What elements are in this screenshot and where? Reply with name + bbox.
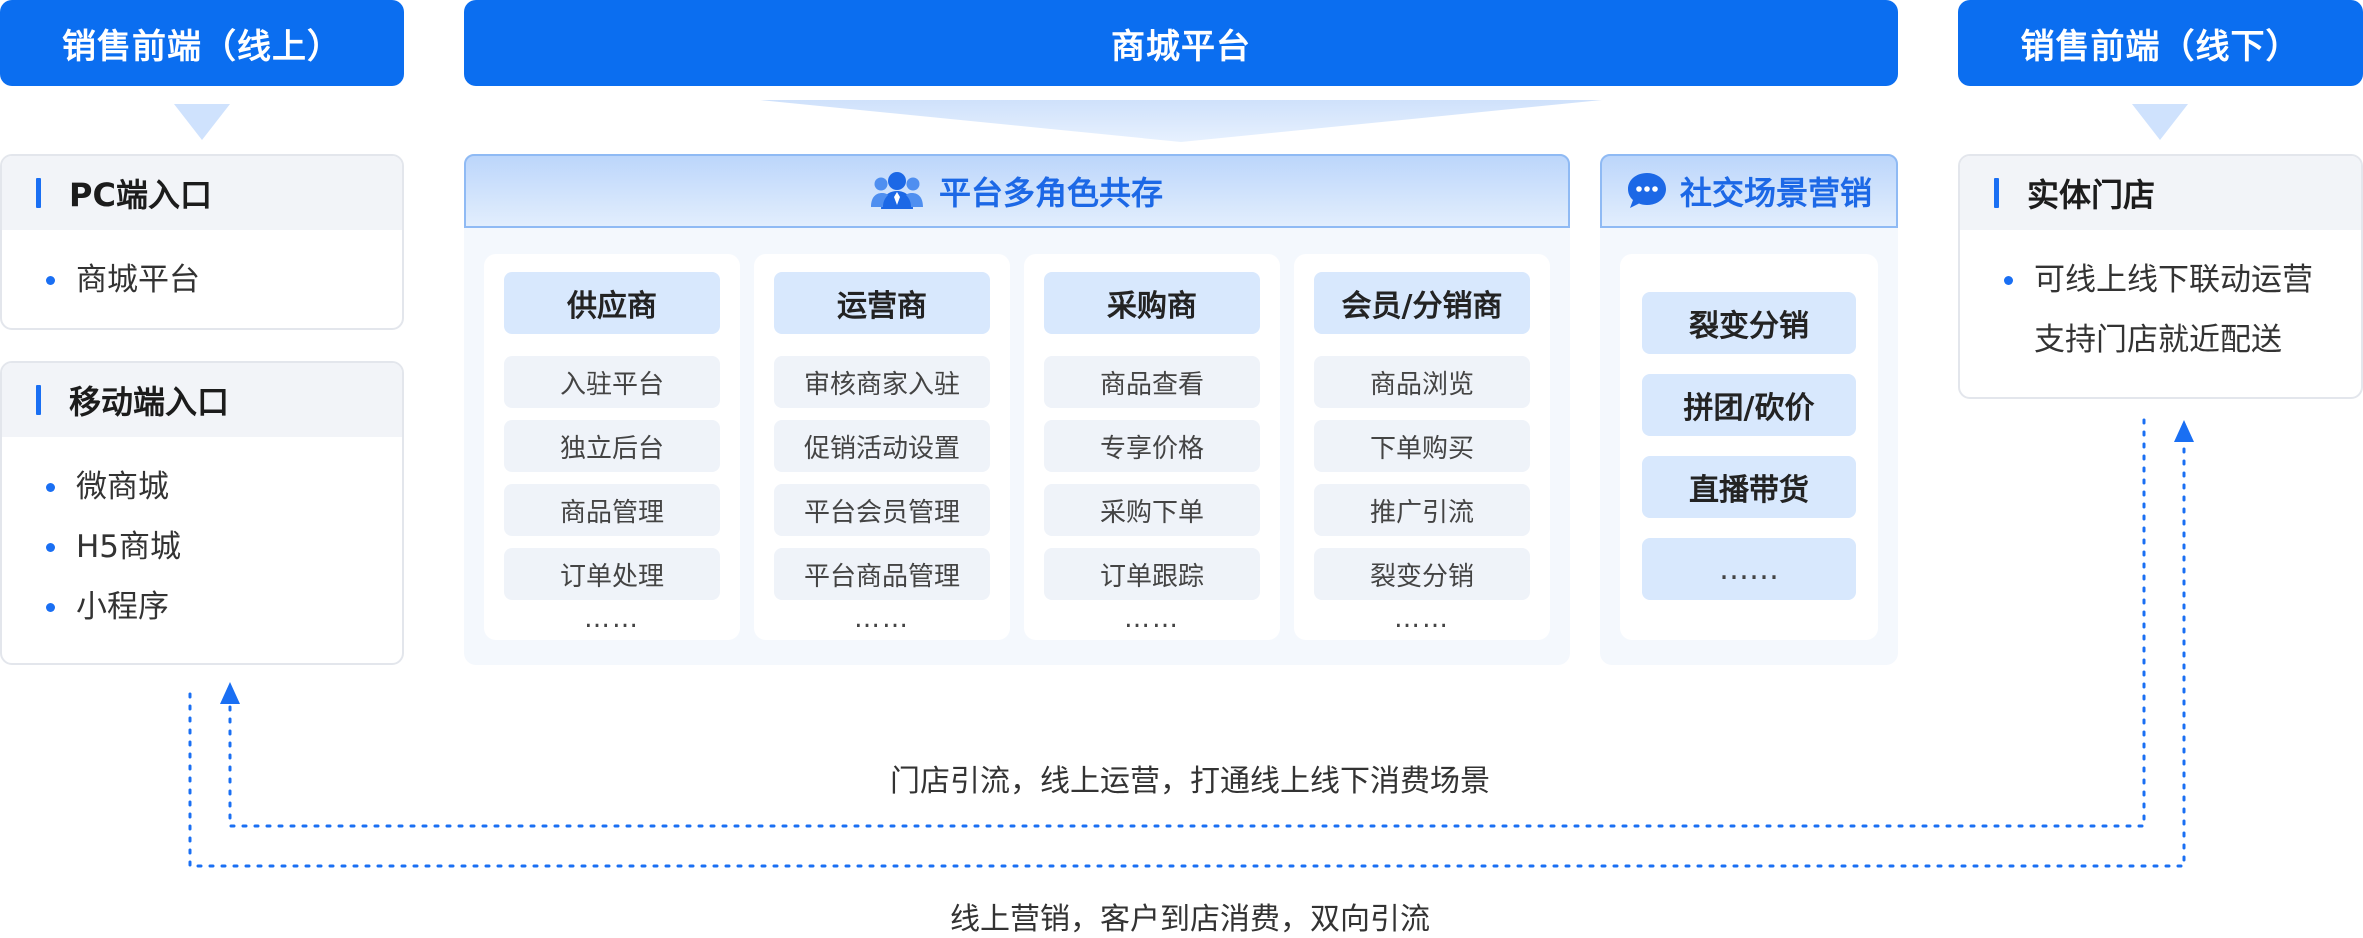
header-accent-bar <box>1994 178 1999 208</box>
header-accent-bar <box>36 178 41 208</box>
social-panel-title: 社交场景营销 <box>1679 174 1872 212</box>
mobile-entry-card: 移动端入口 微商城 H5商城 小程序 <box>0 361 404 665</box>
bullet-dot <box>46 276 55 285</box>
role-more: …… <box>1124 604 1180 634</box>
social-item: 直播带货 <box>1642 456 1856 518</box>
list-item: 小程序 <box>46 577 402 637</box>
chat-icon <box>1627 173 1666 208</box>
role-item: 专享价格 <box>1044 420 1260 472</box>
outer-flow-line <box>188 438 2186 868</box>
header-accent-bar <box>36 385 41 415</box>
list-item: 微商城 <box>46 457 402 517</box>
role-item: 促销活动设置 <box>774 420 990 472</box>
roles-panel-header: 平台多角色共存 <box>464 154 1570 228</box>
list-item: 可线上线下联动运营 <box>2004 250 2361 310</box>
role-item: 平台商品管理 <box>774 548 990 600</box>
users-icon <box>870 172 923 209</box>
role-column-purchaser: 采购商 商品查看 专享价格 采购下单 订单跟踪 …… <box>1024 254 1280 640</box>
offline-frontend-header: 销售前端（线下） <box>1958 0 2363 86</box>
physical-store-card: 实体门店 可线上线下联动运营 支持门店就近配送 <box>1958 154 2363 399</box>
pc-entry-card: PC端入口 商城平台 <box>0 154 404 330</box>
bullet-dot <box>2004 276 2013 285</box>
pc-entry-title: PC端入口 <box>69 176 212 214</box>
pc-entry-header: PC端入口 <box>2 156 402 230</box>
role-more: …… <box>854 604 910 634</box>
role-title: 会员/分销商 <box>1314 272 1530 334</box>
bullet-dot <box>46 483 55 492</box>
role-item: 商品查看 <box>1044 356 1260 408</box>
social-item: …… <box>1642 538 1856 600</box>
physical-store-header: 实体门店 <box>1960 156 2361 230</box>
role-item: 采购下单 <box>1044 484 1260 536</box>
role-column-operator: 运营商 审核商家入驻 促销活动设置 平台会员管理 平台商品管理 …… <box>754 254 1010 640</box>
role-item: 订单跟踪 <box>1044 548 1260 600</box>
role-item: 商品管理 <box>504 484 720 536</box>
online-frontend-title: 销售前端（线上） <box>62 26 342 67</box>
role-more: …… <box>584 604 640 634</box>
mobile-entry-title: 移动端入口 <box>69 383 230 421</box>
role-title: 运营商 <box>774 272 990 334</box>
online-frontend-header: 销售前端（线上） <box>0 0 404 86</box>
role-item: 商品浏览 <box>1314 356 1530 408</box>
roles-panel-title: 平台多角色共存 <box>938 174 1163 212</box>
role-column-member-distributor: 会员/分销商 商品浏览 下单购买 推广引流 裂变分销 …… <box>1294 254 1550 640</box>
role-item: 下单购买 <box>1314 420 1530 472</box>
mall-platform-header: 商城平台 <box>464 0 1898 86</box>
social-item: 拼团/砍价 <box>1642 374 1856 436</box>
inner-arrow-up <box>220 682 240 704</box>
social-column: 裂变分销 拼团/砍价 直播带货 …… <box>1620 254 1878 640</box>
flow-caption-bottom: 线上营销，客户到店消费，双向引流 <box>950 902 1430 937</box>
physical-store-title: 实体门店 <box>2027 176 2156 214</box>
bullet-dot <box>46 543 55 552</box>
role-item: 裂变分销 <box>1314 548 1530 600</box>
mobile-entry-header: 移动端入口 <box>2 363 402 437</box>
offline-frontend-title: 销售前端（线下） <box>2020 26 2301 67</box>
role-title: 采购商 <box>1044 272 1260 334</box>
list-item: H5商城 <box>46 517 402 577</box>
role-item: 审核商家入驻 <box>774 356 990 408</box>
social-panel: 社交场景营销 裂变分销 拼团/砍价 直播带货 …… <box>1600 154 1898 665</box>
role-item: 独立后台 <box>504 420 720 472</box>
bullet-dot <box>46 603 55 612</box>
inner-flow-line <box>228 418 2146 828</box>
mall-platform-title: 商城平台 <box>1111 26 1251 67</box>
role-more: …… <box>1394 604 1450 634</box>
role-item: 推广引流 <box>1314 484 1530 536</box>
role-title: 供应商 <box>504 272 720 334</box>
offline-down-pointer <box>2132 104 2188 140</box>
roles-panel: 平台多角色共存 供应商 入驻平台 独立后台 商品管理 订单处理 …… 运营商 审… <box>464 154 1570 665</box>
role-column-supplier: 供应商 入驻平台 独立后台 商品管理 订单处理 …… <box>484 254 740 640</box>
flow-caption-top: 门店引流，线上运营，打通线上线下消费场景 <box>890 764 1490 799</box>
social-panel-header: 社交场景营销 <box>1600 154 1898 228</box>
list-item: 支持门店就近配送 <box>2034 322 2282 358</box>
role-item: 订单处理 <box>504 548 720 600</box>
role-item: 入驻平台 <box>504 356 720 408</box>
online-down-pointer <box>174 104 230 140</box>
social-item: 裂变分销 <box>1642 292 1856 354</box>
outer-arrow-up <box>2174 420 2194 442</box>
role-item: 平台会员管理 <box>774 484 990 536</box>
list-item: 商城平台 <box>46 250 402 310</box>
